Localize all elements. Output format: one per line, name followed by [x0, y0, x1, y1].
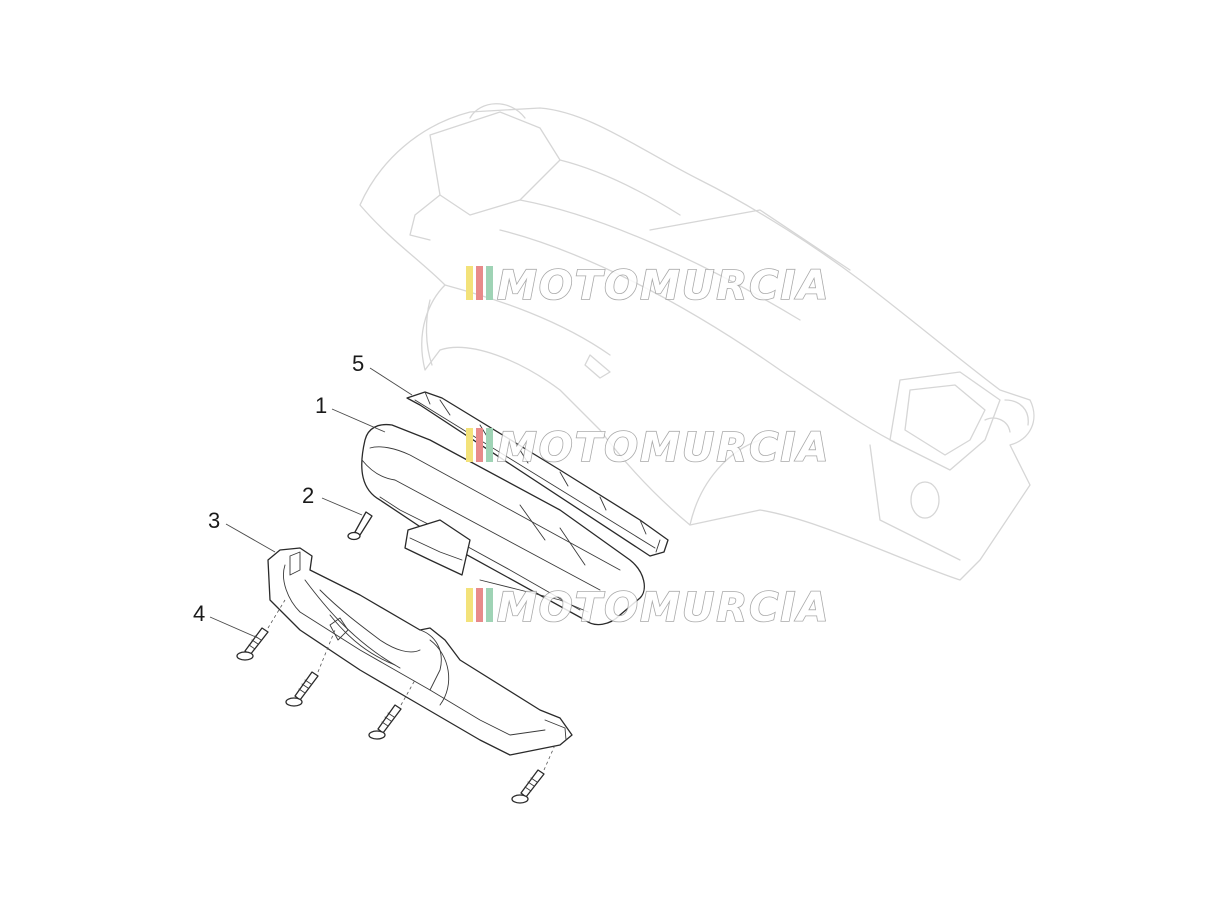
leader-5	[369, 367, 413, 396]
part-4-screws	[236, 599, 556, 804]
leader-3	[225, 523, 276, 553]
leader-2	[321, 497, 363, 516]
screw-4b	[285, 629, 336, 707]
leader-1	[331, 408, 386, 433]
screw-4a	[236, 599, 286, 661]
callout-3: 3	[208, 508, 220, 533]
callout-5: 5	[352, 351, 364, 376]
watermark-stripe-yellow	[466, 428, 473, 462]
watermark-stripe-red	[476, 588, 483, 622]
watermark-text: MOTOMURCIA	[497, 425, 830, 471]
part-1-instrument-cluster	[361, 423, 645, 626]
part-3-lower-cover	[267, 547, 573, 756]
watermark-stripe-green	[486, 588, 493, 622]
leader-4	[209, 616, 259, 639]
screw-4c	[368, 679, 416, 740]
callout-numbers: 1 2 3 4 5	[193, 351, 364, 626]
watermark-text: MOTOMURCIA	[497, 263, 830, 309]
watermark-middle: MOTOMURCIA	[466, 424, 830, 472]
screw-4d	[511, 744, 556, 804]
watermark-stripe-red	[476, 428, 483, 462]
callout-2: 2	[302, 483, 314, 508]
callout-4: 4	[193, 601, 205, 626]
watermark-stripe-yellow	[466, 588, 473, 622]
leader-lines	[209, 367, 413, 639]
watermark-stripe-green	[486, 266, 493, 300]
watermark-text: MOTOMURCIA	[497, 585, 830, 631]
watermark-stripe-green	[486, 428, 493, 462]
watermark-stripe-red	[476, 266, 483, 300]
watermark-stripe-yellow	[466, 266, 473, 300]
watermark-bottom: MOTOMURCIA	[466, 584, 830, 632]
handlebar-cover-ghost	[359, 103, 1035, 581]
watermark-top: MOTOMURCIA	[466, 262, 830, 310]
part-2-screw	[347, 511, 373, 541]
callout-1: 1	[315, 393, 327, 418]
